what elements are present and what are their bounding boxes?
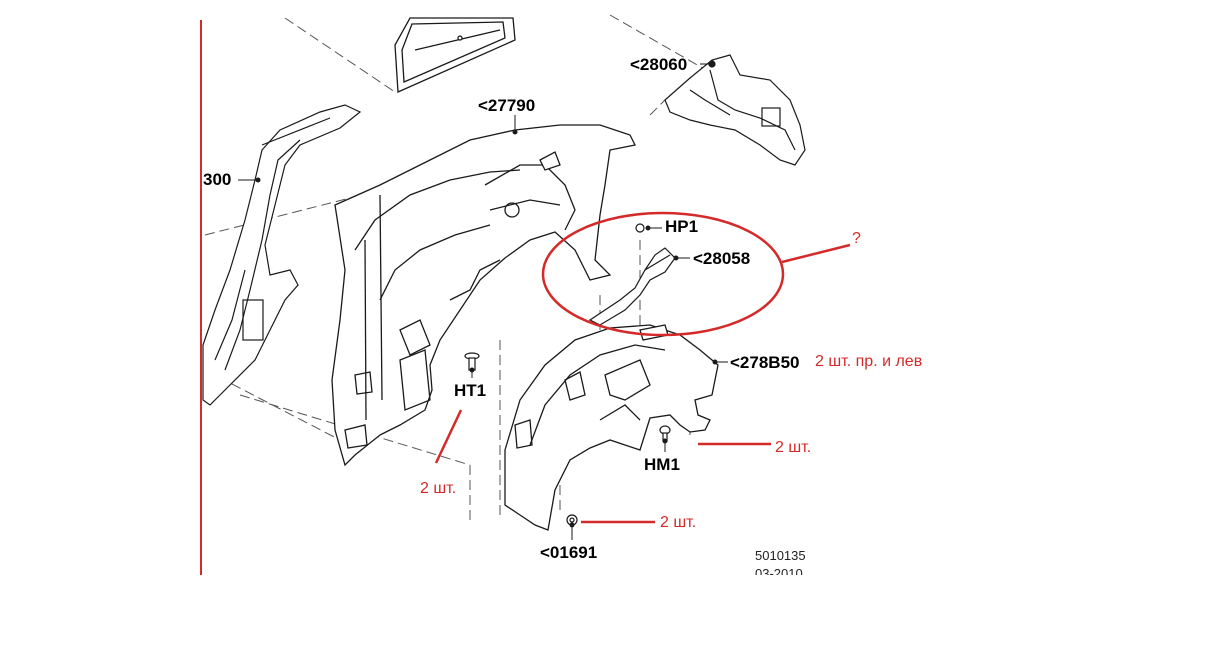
label-hm1: HM1 <box>644 455 680 474</box>
part-28058-shape <box>588 223 676 326</box>
drawing-stamp: 5010135 03-2010 <box>755 547 806 575</box>
label-28060: <28060 <box>630 55 688 74</box>
label-hp1: HP1 <box>665 217 699 236</box>
label-278b50: <278B50 <box>730 353 800 372</box>
annotation-qty-ht1: 2 шт. <box>420 480 457 497</box>
leader-lines <box>238 61 728 540</box>
label-300: 300 <box>203 170 232 189</box>
red-annotations <box>434 211 851 524</box>
ht1-pointer <box>434 409 463 464</box>
annotation-qty-pair: 2 шт. пр. и лев <box>815 353 923 370</box>
fastener-ht1 <box>464 352 480 371</box>
fastener-hm1 <box>659 425 671 442</box>
part-278b50-shape <box>504 324 719 531</box>
annotation-qty-01691: 2 шт. <box>660 514 697 531</box>
stamp-code: 5010135 <box>755 548 806 563</box>
highlight-ellipse <box>541 211 785 337</box>
stamp-date: 03-2010 <box>755 566 803 575</box>
annotation-qty-hm1: 2 шт. <box>775 439 812 456</box>
part-27790-shape <box>331 124 636 467</box>
label-28058: <28058 <box>693 249 751 268</box>
label-27790: <27790 <box>478 96 536 115</box>
annotation-question: ? <box>852 230 861 247</box>
label-01691: <01691 <box>540 543 598 562</box>
label-ht1: HT1 <box>454 381 487 400</box>
top-bracket <box>394 17 516 93</box>
question-pointer <box>781 243 851 264</box>
fastener-01691 <box>566 514 578 526</box>
part-28060-shape <box>664 54 806 166</box>
